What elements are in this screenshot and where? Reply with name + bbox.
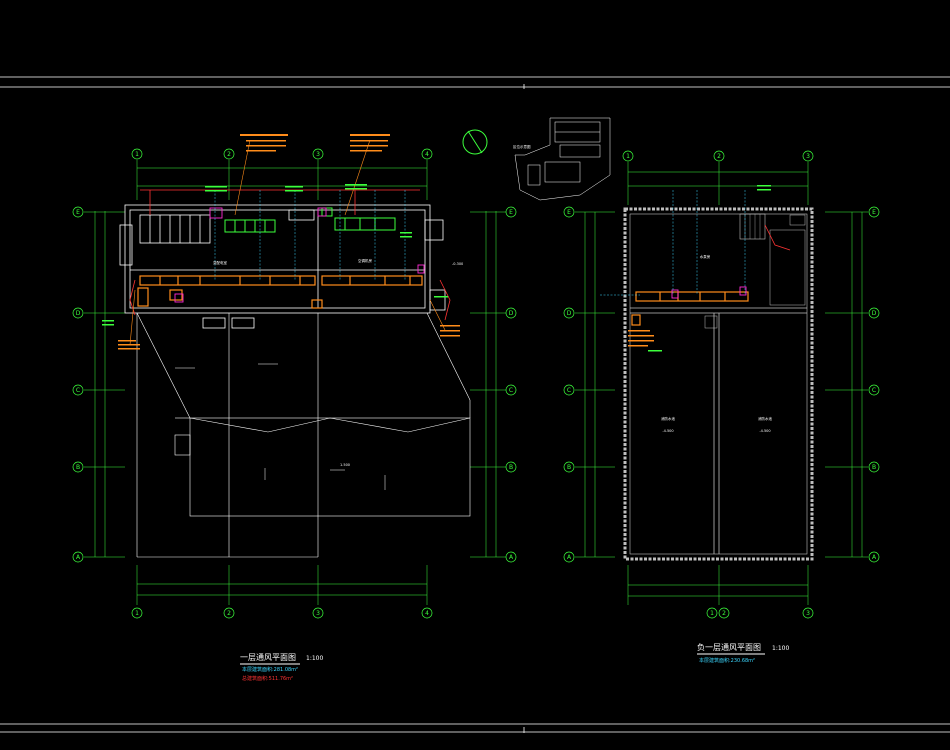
left-magenta-markers <box>174 207 425 303</box>
left-plan-title: 一层通风平面图 <box>240 652 296 662</box>
left-cyan-leaders <box>214 190 406 280</box>
axis-label: B <box>567 464 571 471</box>
left-axis-bubbles <box>72 148 517 619</box>
right-red-pipes <box>764 224 791 251</box>
axis-label: C <box>872 387 876 394</box>
left-ventilation-ducts <box>137 275 423 309</box>
axis-label: 2 <box>722 610 726 617</box>
axis-label: A <box>76 554 81 561</box>
axis-label: 3 <box>316 610 320 617</box>
right-magenta-markers <box>671 286 747 299</box>
right-axis-labels: 1 2 3 1 2 3 E D C B A E D C B A <box>567 153 877 617</box>
north-arrow-icon <box>462 129 488 155</box>
axis-label: E <box>872 209 876 216</box>
axis-label: E <box>509 209 513 216</box>
axis-label: 1 <box>710 610 714 617</box>
room-label: 消防水池 <box>758 416 772 421</box>
sheet-frame <box>0 76 950 733</box>
left-plan-scale: 1:100 <box>306 655 323 662</box>
axis-label: 1 <box>135 151 139 158</box>
axis-label: 4 <box>425 610 429 617</box>
axis-label: 1 <box>626 153 630 160</box>
right-green-tags <box>648 185 771 352</box>
level-label: -4.500 <box>759 429 770 433</box>
axis-label: B <box>76 464 80 471</box>
axis-label: E <box>567 209 571 216</box>
axis-label: A <box>567 554 572 561</box>
room-label: 空调机房 <box>358 258 372 263</box>
key-plan-label: 区位示意图 <box>513 144 531 149</box>
axis-label: C <box>509 387 513 394</box>
axis-label: D <box>509 310 514 317</box>
axis-label: D <box>872 310 877 317</box>
left-green-tags <box>102 184 448 326</box>
left-plan-note-total: 总建筑面积:511.76m² <box>242 675 293 682</box>
room-label: 变配电室 <box>213 260 227 265</box>
left-lower-structure <box>136 312 471 558</box>
axis-label: B <box>872 464 876 471</box>
axis-label: 3 <box>806 610 810 617</box>
axis-label: 2 <box>227 610 231 617</box>
left-floor-plan: 1 2 3 4 1 2 3 4 E D C B A E D C B A <box>72 134 517 682</box>
axis-label: A <box>872 554 877 561</box>
left-orange-note-blocks <box>118 134 460 350</box>
right-plan-note-area: 本层建筑面积:230.68m² <box>699 657 755 664</box>
left-level-marks <box>175 363 386 490</box>
left-axis-labels: 1 2 3 4 1 2 3 4 E D C B A E D C B A <box>76 151 514 617</box>
left-orange-notes <box>129 139 446 346</box>
right-plan-scale: 1:100 <box>772 645 789 652</box>
axis-label: E <box>76 209 80 216</box>
axis-label: D <box>567 310 572 317</box>
right-cyan-leaders <box>600 190 746 296</box>
axis-label: 3 <box>806 153 810 160</box>
right-walls <box>623 207 814 561</box>
key-plan <box>514 117 611 201</box>
axis-label: 1 <box>135 610 139 617</box>
axis-label: C <box>76 387 80 394</box>
axis-label: 3 <box>316 151 320 158</box>
axis-label: B <box>509 464 513 471</box>
level-label: -0.300 <box>452 262 463 266</box>
left-fan-units <box>224 207 396 233</box>
axis-label: C <box>567 387 571 394</box>
level-label: 1.500 <box>340 463 350 467</box>
right-plan-title: 负一层通风平面图 <box>697 642 761 652</box>
axis-label: 2 <box>227 151 231 158</box>
right-axis-bubbles <box>563 150 880 619</box>
axis-label: D <box>76 310 81 317</box>
right-ducts <box>631 291 749 326</box>
left-dimension-lines <box>84 160 510 605</box>
axis-label: 2 <box>717 153 721 160</box>
left-plan-note-area: 本层建筑面积:281.08m² <box>242 666 298 673</box>
right-orange-notes <box>628 330 654 347</box>
room-label: 消防水池 <box>661 416 675 421</box>
right-dimension-lines <box>575 162 868 605</box>
room-label: 水泵房 <box>700 254 711 259</box>
level-label: -4.500 <box>662 429 673 433</box>
axis-label: A <box>509 554 514 561</box>
left-walls <box>119 204 446 329</box>
axis-label: 4 <box>425 151 429 158</box>
right-floor-plan: 1 2 3 1 2 3 E D C B A E D C B A <box>563 150 880 664</box>
